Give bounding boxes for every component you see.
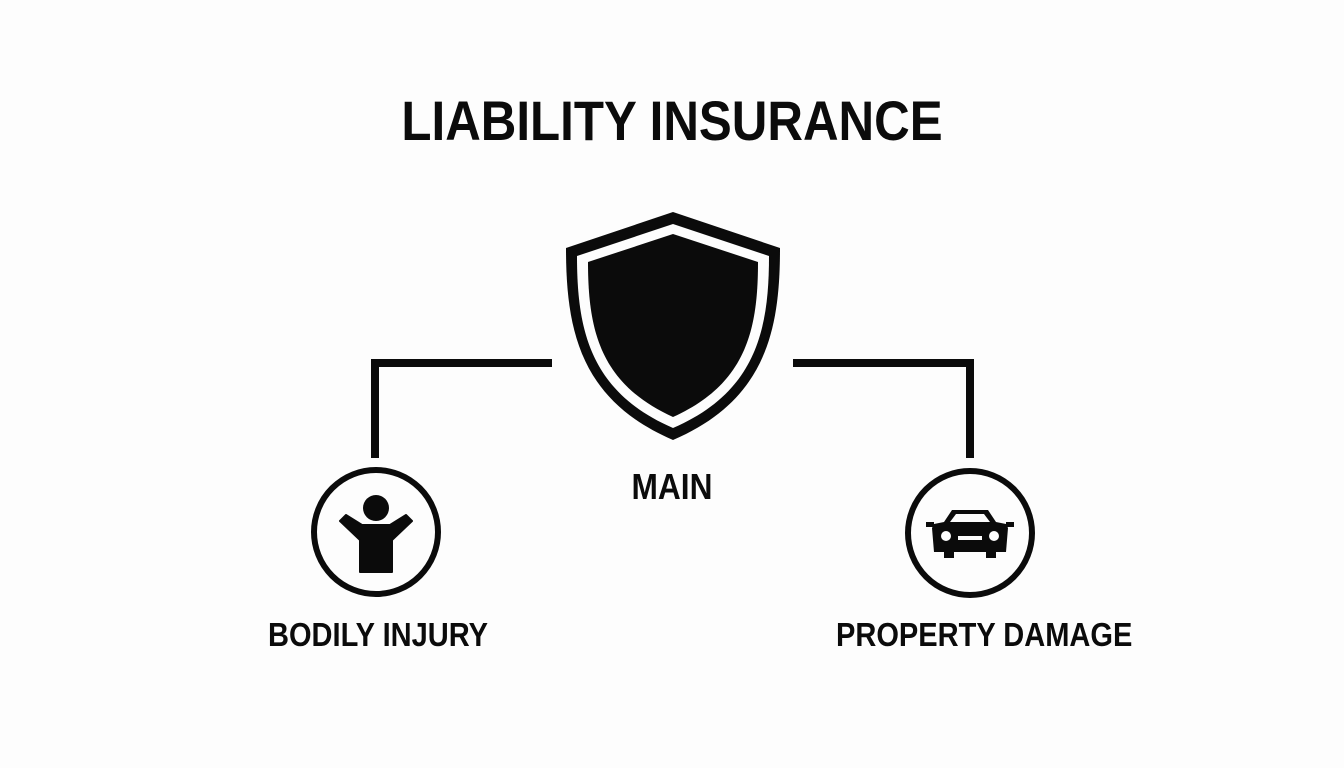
bodily-injury-circle — [311, 467, 441, 597]
property-damage-label: PROPERTY DAMAGE — [836, 616, 1133, 653]
shield-icon — [566, 212, 780, 440]
bodily-injury-node — [311, 467, 441, 597]
main-label: MAIN — [631, 466, 713, 507]
connector-right — [793, 359, 974, 458]
car-icon — [926, 510, 1014, 558]
bodily-injury-label: BODILY INJURY — [267, 616, 488, 653]
connector-left — [371, 359, 552, 458]
person-icon — [339, 495, 413, 573]
diagram-title: LIABILITY INSURANCE — [401, 89, 943, 152]
property-damage-node — [905, 468, 1035, 598]
property-damage-circle — [905, 468, 1035, 598]
